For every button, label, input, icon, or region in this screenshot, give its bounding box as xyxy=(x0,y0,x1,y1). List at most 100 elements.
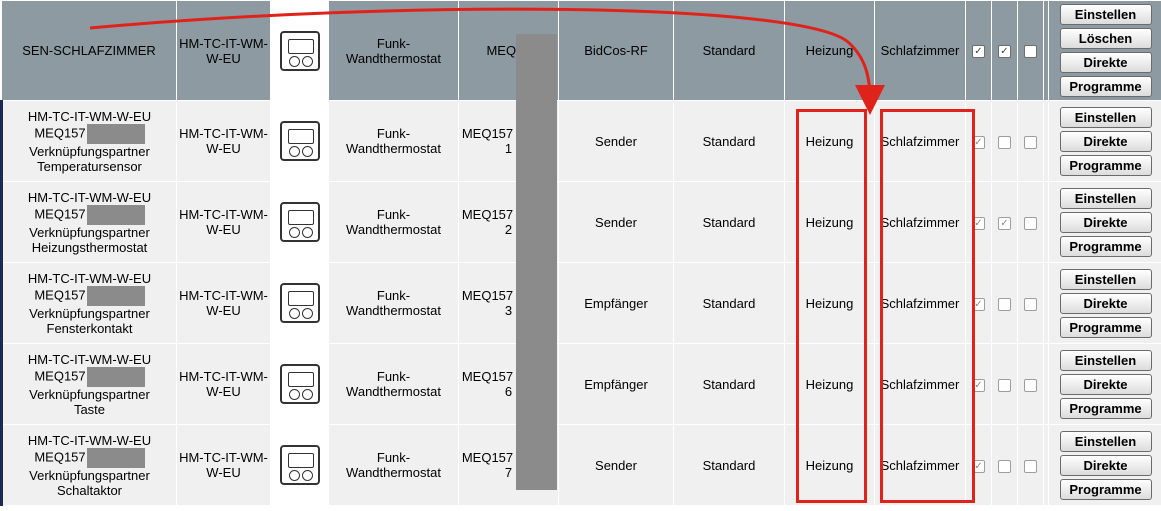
checkbox-usable[interactable] xyxy=(998,297,1011,311)
check-cell[interactable] xyxy=(991,343,1018,425)
channel-index: 1 xyxy=(504,141,513,156)
checkbox-visible[interactable]: ✓ xyxy=(972,135,985,149)
channel-row[interactable]: HM-TC-IT-WM-W-EU MEQ157 Verknüpfungspart… xyxy=(0,181,1161,263)
checkbox-visible[interactable]: ✓ xyxy=(972,378,985,392)
checkbox-protocol[interactable] xyxy=(1024,135,1037,149)
room-cell[interactable]: Schlafzimmer xyxy=(874,100,966,182)
checkbox-protocol[interactable] xyxy=(1024,378,1037,392)
room-cell[interactable]: Schlafzimmer xyxy=(874,262,966,344)
channel-row[interactable]: HM-TC-IT-WM-W-EU MEQ157 Verknüpfungspart… xyxy=(0,343,1161,425)
room-label[interactable]: Schlafzimmer xyxy=(880,376,960,392)
device-icon-cell xyxy=(270,424,329,506)
function-cell[interactable]: Heizung xyxy=(784,343,875,425)
channel-row[interactable]: HM-TC-IT-WM-W-EU MEQ157 Verknüpfungspart… xyxy=(0,424,1161,506)
room-label[interactable]: Schlafzimmer xyxy=(880,133,960,149)
check-cell[interactable] xyxy=(1017,100,1044,182)
check-cell[interactable] xyxy=(1017,0,1044,101)
checkbox-usable[interactable]: ✓ xyxy=(998,45,1011,59)
function-cell[interactable]: Heizung xyxy=(784,0,875,101)
checkbox-protocol[interactable] xyxy=(1024,45,1037,59)
device-header-row[interactable]: SEN-SCHLAFZIMMER HM-TC-IT-WM-W-EU Funk-W… xyxy=(1,0,1161,101)
transmission-mode: Standard xyxy=(702,376,756,392)
check-cell[interactable] xyxy=(1017,343,1044,425)
function-cell[interactable]: Heizung xyxy=(784,181,875,263)
room-label[interactable]: Schlafzimmer xyxy=(880,295,960,311)
description-cell: Funk-Wandthermostat xyxy=(328,0,459,101)
check-cell[interactable] xyxy=(991,424,1018,506)
check-cell[interactable] xyxy=(1017,262,1044,344)
channel-row[interactable]: HM-TC-IT-WM-W-EU MEQ157 Verknüpfungspart… xyxy=(0,262,1161,344)
function-cell[interactable]: Heizung xyxy=(784,424,875,506)
programme-button[interactable]: Programme xyxy=(1059,235,1152,257)
direkte-button[interactable]: Direkte xyxy=(1059,130,1152,152)
channel-serial-line: MEQ157 xyxy=(34,124,86,140)
transmission-mode: Standard xyxy=(702,43,756,58)
checkbox-protocol[interactable] xyxy=(1024,297,1037,311)
room-label[interactable]: Schlafzimmer xyxy=(880,43,960,58)
redaction-block xyxy=(86,447,145,468)
check-cell[interactable]: ✓ xyxy=(991,181,1018,263)
check-cell[interactable]: ✓ xyxy=(965,343,992,425)
checkbox-usable[interactable] xyxy=(998,135,1011,149)
programme-button[interactable]: Programme xyxy=(1059,397,1152,419)
partner-type: Schaltaktor xyxy=(56,482,123,498)
einstellen-button[interactable]: Einstellen xyxy=(1059,268,1152,290)
checkbox-protocol[interactable] xyxy=(1024,459,1037,473)
einstellen-button[interactable]: Einstellen xyxy=(1059,430,1152,452)
serial-number: MEQ157 xyxy=(461,369,514,384)
interface: BidCos-RF xyxy=(584,43,648,58)
room-cell[interactable]: Schlafzimmer xyxy=(874,181,966,263)
check-cell[interactable] xyxy=(991,262,1018,344)
checkbox-visible[interactable]: ✓ xyxy=(972,459,985,473)
type-code: HM-TC-IT-WM-W-EU xyxy=(179,369,268,399)
function-cell[interactable]: Heizung xyxy=(784,262,875,344)
checkbox-visible[interactable]: ✓ xyxy=(972,297,985,311)
check-cell[interactable]: ✓ xyxy=(965,0,992,101)
direkte-button[interactable]: Direkte xyxy=(1059,454,1152,476)
programme-button[interactable]: Programme xyxy=(1059,478,1152,500)
programme-button[interactable]: Programme xyxy=(1059,316,1152,338)
check-cell[interactable]: ✓ xyxy=(991,0,1018,101)
function-cell[interactable]: Heizung xyxy=(784,100,875,182)
function-label[interactable]: Heizung xyxy=(805,376,854,392)
function-label[interactable]: Heizung xyxy=(805,214,854,230)
einstellen-button[interactable]: Einstellen xyxy=(1059,106,1152,128)
direkte-button[interactable]: Direkte xyxy=(1059,292,1152,314)
function-label[interactable]: Heizung xyxy=(805,457,854,473)
einstellen-button[interactable]: Einstellen xyxy=(1059,187,1152,209)
programme-button[interactable]: Programme xyxy=(1059,154,1152,176)
check-cell[interactable] xyxy=(1017,424,1044,506)
check-cell[interactable]: ✓ xyxy=(965,262,992,344)
checkbox-protocol[interactable] xyxy=(1024,216,1037,230)
direkte-button[interactable]: Direkte xyxy=(1059,211,1152,233)
programme-button[interactable]: Programme xyxy=(1059,76,1152,97)
room-label[interactable]: Schlafzimmer xyxy=(880,457,960,473)
checkbox-usable[interactable] xyxy=(998,459,1011,473)
direkte-button[interactable]: Direkte xyxy=(1059,52,1152,73)
direkte-button[interactable]: Direkte xyxy=(1059,373,1152,395)
redaction-block xyxy=(86,285,145,306)
function-label[interactable]: Heizung xyxy=(805,133,854,149)
check-cell[interactable] xyxy=(1017,181,1044,263)
check-cell[interactable]: ✓ xyxy=(965,100,992,182)
checkbox-usable[interactable] xyxy=(998,378,1011,392)
channel-row[interactable]: HM-TC-IT-WM-W-EU MEQ157 Verknüpfungspart… xyxy=(0,100,1161,182)
partner-label: Verknüpfungspartner xyxy=(29,143,150,159)
description-cell: Funk-Wandthermostat xyxy=(328,181,459,263)
type-code: HM-TC-IT-WM-W-EU xyxy=(179,207,268,237)
checkbox-visible[interactable]: ✓ xyxy=(972,45,985,59)
einstellen-button[interactable]: Einstellen xyxy=(1059,349,1152,371)
room-label[interactable]: Schlafzimmer xyxy=(880,214,960,230)
room-cell[interactable]: Schlafzimmer xyxy=(874,0,966,101)
checkbox-usable[interactable]: ✓ xyxy=(998,216,1011,230)
function-label[interactable]: Heizung xyxy=(805,43,854,58)
check-cell[interactable] xyxy=(991,100,1018,182)
checkbox-visible[interactable]: ✓ xyxy=(972,216,985,230)
einstellen-button[interactable]: Einstellen xyxy=(1059,4,1152,25)
check-cell[interactable]: ✓ xyxy=(965,424,992,506)
check-cell[interactable]: ✓ xyxy=(965,181,992,263)
loeschen-button[interactable]: Löschen xyxy=(1059,28,1152,49)
room-cell[interactable]: Schlafzimmer xyxy=(874,343,966,425)
room-cell[interactable]: Schlafzimmer xyxy=(874,424,966,506)
function-label[interactable]: Heizung xyxy=(805,295,854,311)
